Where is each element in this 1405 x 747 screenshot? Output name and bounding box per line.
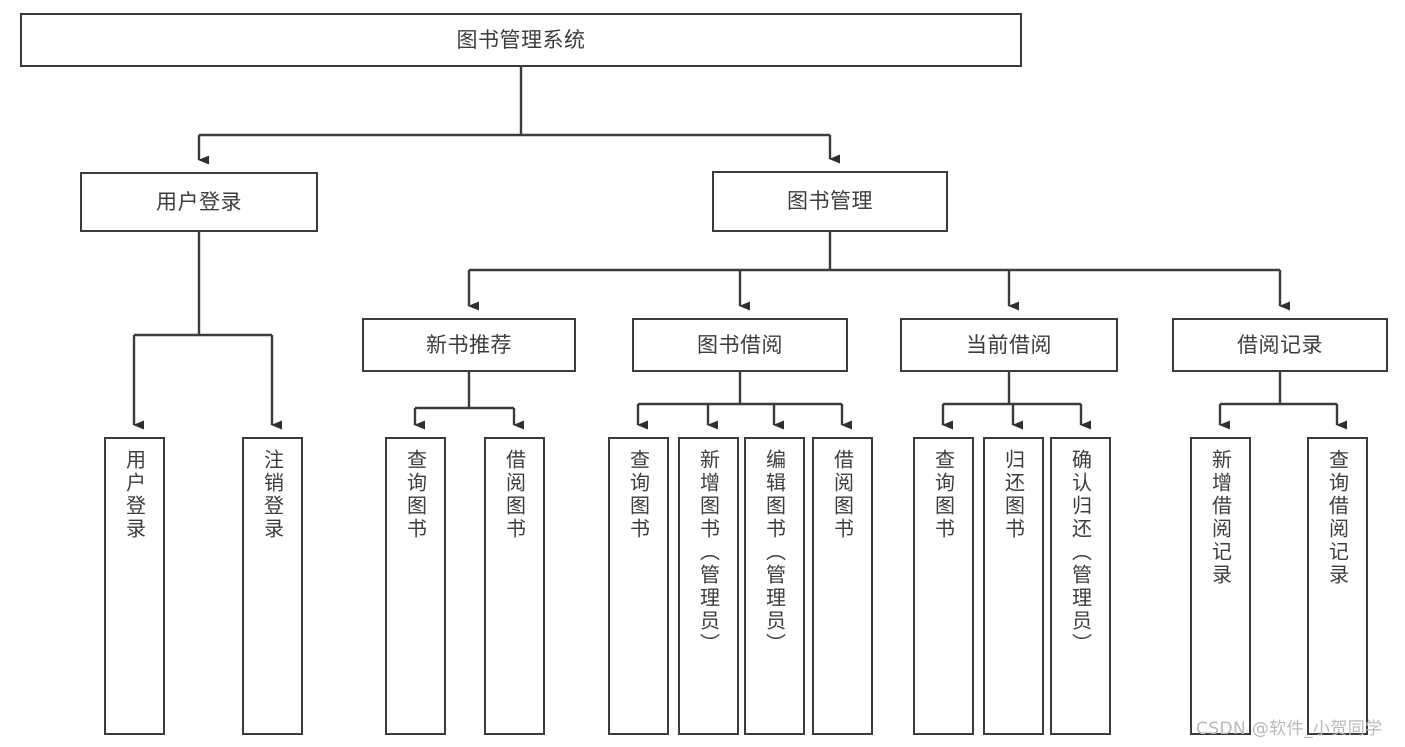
leaf-node[interactable]: 查询图书 xyxy=(385,437,446,735)
leaf-node[interactable]: 借阅图书 xyxy=(484,437,545,735)
leaf-node[interactable]: 新增借阅记录 xyxy=(1190,437,1251,735)
leaf-node-label: 查询图书 xyxy=(403,449,428,541)
leaf-node[interactable]: 用户登录 xyxy=(104,437,165,735)
node-current-borrow[interactable]: 当前借阅 xyxy=(900,318,1118,372)
leaf-node[interactable]: 归还图书 xyxy=(983,437,1044,735)
leaf-node[interactable]: 注销登录 xyxy=(242,437,303,735)
node-user-login[interactable]: 用户登录 xyxy=(80,172,318,232)
leaf-node-label: 查询图书 xyxy=(626,449,651,541)
leaf-node-label: 用户登录 xyxy=(122,449,147,541)
leaf-node-label: 借阅图书 xyxy=(830,449,855,541)
node-book-management[interactable]: 图书管理 xyxy=(712,171,948,232)
leaf-node[interactable]: 借阅图书 xyxy=(812,437,873,735)
leaf-node[interactable]: 查询图书 xyxy=(608,437,669,735)
node-book-borrow-label: 图书借阅 xyxy=(697,332,783,357)
leaf-node-label: 编辑图书（管理员） xyxy=(762,449,787,656)
node-borrow-record[interactable]: 借阅记录 xyxy=(1172,318,1388,372)
leaf-node-label: 新增借阅记录 xyxy=(1208,449,1233,587)
node-new-book-recommend[interactable]: 新书推荐 xyxy=(362,318,576,372)
leaf-node-label: 借阅图书 xyxy=(502,449,527,541)
node-root-label: 图书管理系统 xyxy=(456,27,586,52)
leaf-node[interactable]: 编辑图书（管理员） xyxy=(744,437,805,735)
leaf-node-label: 确认归还（管理员） xyxy=(1068,449,1093,656)
node-root[interactable]: 图书管理系统 xyxy=(20,13,1022,67)
leaf-node-label: 查询借阅记录 xyxy=(1325,449,1350,587)
leaf-node-label: 新增图书（管理员） xyxy=(696,449,721,656)
leaf-node-label: 归还图书 xyxy=(1001,449,1026,541)
leaf-node[interactable]: 新增图书（管理员） xyxy=(678,437,739,735)
node-borrow-record-label: 借阅记录 xyxy=(1237,332,1323,357)
leaf-node[interactable]: 查询图书 xyxy=(913,437,974,735)
node-current-borrow-label: 当前借阅 xyxy=(966,332,1052,357)
leaf-node[interactable]: 确认归还（管理员） xyxy=(1050,437,1111,735)
node-book-borrow[interactable]: 图书借阅 xyxy=(632,318,848,372)
node-new-book-recommend-label: 新书推荐 xyxy=(426,332,512,357)
leaf-node-label: 注销登录 xyxy=(260,449,285,541)
node-book-management-label: 图书管理 xyxy=(787,189,873,214)
leaf-node-label: 查询图书 xyxy=(931,449,956,541)
node-user-login-label: 用户登录 xyxy=(156,189,242,214)
leaf-node[interactable]: 查询借阅记录 xyxy=(1307,437,1368,735)
